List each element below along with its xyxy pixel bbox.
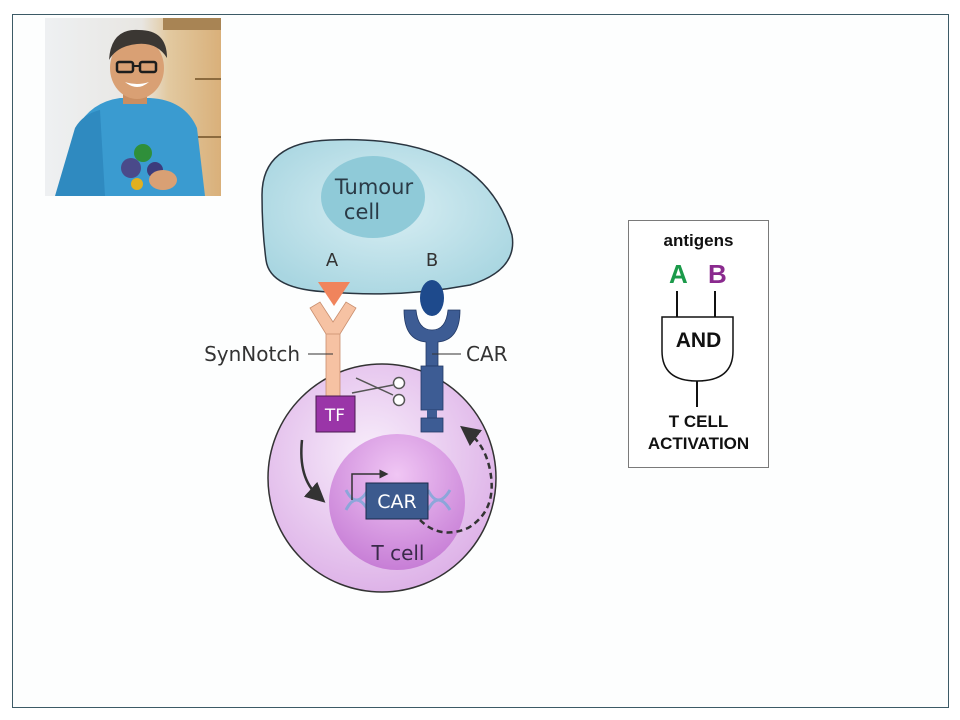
tcell-label: T cell: [371, 541, 425, 565]
car-gene-label: CAR: [377, 491, 416, 513]
scissors-icon: [351, 376, 406, 407]
and-gate-icon: [661, 291, 734, 407]
and-gate-label: AND: [675, 329, 722, 352]
synnotch-receptor: [309, 301, 357, 401]
dashed-arrow-icon: [419, 425, 493, 534]
and-gate-panel: antigens A B AND T CELL ACTIVATION: [628, 220, 769, 468]
antigens-title: antigens: [663, 231, 734, 250]
curved-arrow-icon: [300, 439, 326, 503]
tumour-label-line1: Tumour: [334, 175, 414, 199]
antigen-a-triangle: [318, 282, 350, 306]
car-gene-box: [365, 482, 429, 520]
antigen-a-label: A: [326, 250, 339, 271]
car-receptor: [403, 309, 461, 433]
tf-box: [315, 395, 356, 433]
antigen-b-oval: [420, 280, 444, 316]
promoter-arrow-icon: [351, 469, 389, 500]
gate-output-line2: ACTIVATION: [647, 434, 750, 453]
antigen-b-label: B: [426, 250, 438, 271]
tumour-nucleus: [321, 156, 425, 238]
gate-input-b: B: [708, 259, 727, 289]
gate-output: T CELL ACTIVATION: [629, 411, 768, 455]
gate-output-line1: T CELL: [668, 412, 729, 431]
gate-input-a: A: [669, 259, 688, 289]
synnotch-label: SynNotch: [204, 342, 300, 366]
car-receptor-label: CAR: [466, 342, 508, 366]
tumour-label-line2: cell: [344, 200, 380, 224]
tf-label: TF: [324, 406, 345, 426]
portrait-photo: [45, 18, 221, 196]
